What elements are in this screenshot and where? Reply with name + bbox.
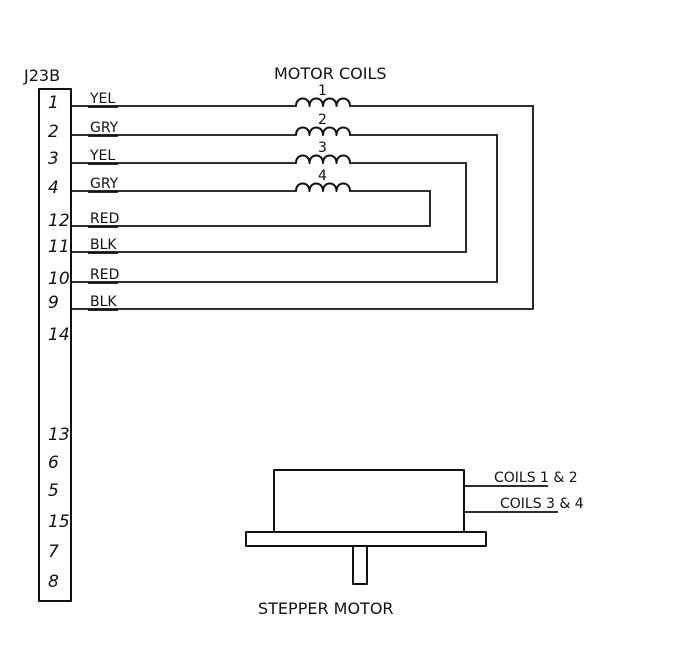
coil-2 — [295, 126, 351, 136]
wire-label-pin-12: RED — [90, 211, 119, 227]
lead-label-coils-3-4: COILS 3 & 4 — [500, 496, 584, 512]
pin-label-15: 15 — [48, 512, 70, 532]
lead-label-coils-1-2: COILS 1 & 2 — [494, 470, 578, 486]
coil-1 — [295, 97, 351, 107]
pin-label-7: 7 — [48, 542, 59, 562]
connector-body — [38, 88, 72, 602]
motor-mount-plate — [245, 531, 487, 547]
coil-number-4: 4 — [318, 168, 327, 184]
pin-label-8: 8 — [48, 572, 59, 592]
wire-loop-coil-3 — [71, 162, 467, 253]
coil-group: 1 2 3 4 — [295, 83, 351, 192]
wire-label-pin-9: BLK — [90, 294, 117, 310]
wire-loop-coil-1 — [71, 105, 534, 310]
wire-label-pin-10: RED — [90, 267, 119, 283]
wire-label-pin-4: GRY — [90, 176, 119, 192]
pin-label-11: 11 — [48, 237, 70, 257]
motor-label: STEPPER MOTOR — [258, 599, 394, 618]
wire-label-pin-2: GRY — [90, 120, 119, 136]
wire-loop-coil-2 — [71, 134, 498, 283]
stepper-motor: COILS 1 & 2 COILS 3 & 4 STEPPER MOTOR — [245, 469, 584, 618]
pin-label-12: 12 — [48, 211, 70, 231]
wire-label-pin-1: YEL — [89, 91, 115, 107]
pin-label-13: 13 — [48, 425, 70, 445]
pin-label-14: 14 — [48, 325, 70, 345]
pin-label-2: 2 — [48, 122, 59, 142]
wire-label-pin-11: BLK — [90, 237, 117, 253]
connector-label: J23B — [23, 66, 60, 85]
coil-3 — [295, 154, 351, 164]
wire-loop-coil-4 — [71, 190, 431, 227]
coils-title: MOTOR COILS — [274, 64, 387, 83]
motor-shaft — [352, 545, 368, 585]
wire-label-pin-3: YEL — [89, 148, 115, 164]
pin-label-3: 3 — [48, 149, 59, 169]
pin-label-9: 9 — [48, 293, 59, 313]
coil-number-1: 1 — [318, 83, 327, 99]
motor-body — [273, 469, 465, 533]
wire-group: YEL GRY YEL GRY RED BLK RED BLK — [71, 91, 534, 311]
pin-label-5: 5 — [48, 481, 59, 501]
pin-label-1: 1 — [48, 93, 59, 113]
pin-label-4: 4 — [48, 178, 59, 198]
pin-label-10: 10 — [48, 269, 70, 289]
pin-label-6: 6 — [48, 453, 59, 473]
coil-number-3: 3 — [318, 140, 327, 156]
coil-number-2: 2 — [318, 112, 327, 128]
coil-4 — [295, 182, 351, 192]
